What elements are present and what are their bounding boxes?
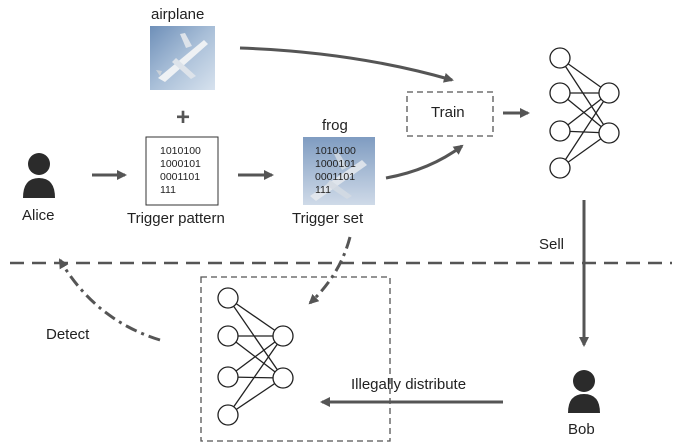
- trained-network: [549, 47, 620, 179]
- trigger-set-label: Trigger set: [292, 210, 364, 227]
- trigger-pattern-box: [145, 136, 219, 206]
- arrow-set-to-train: [385, 144, 464, 180]
- trigger-set-image: [303, 137, 375, 205]
- illegally-distribute-label: Illegally distribute: [351, 376, 467, 393]
- detect-label: Detect: [46, 326, 90, 343]
- trigger-set-line: 1000101: [315, 158, 356, 170]
- train-box: [406, 91, 494, 137]
- frog-label: frog: [322, 117, 348, 134]
- stolen-network: [217, 287, 294, 426]
- trigger-pattern-code: 1010100 1000101 0001101 111: [160, 145, 201, 197]
- trigger-set-line: 111: [315, 184, 331, 196]
- bob-label: Bob: [568, 421, 595, 438]
- sell-label: Sell: [539, 236, 565, 253]
- trigger-set-line: 1010100: [315, 145, 356, 157]
- airplane-image: [150, 26, 215, 90]
- trigger-pattern-label: Trigger pattern: [127, 210, 225, 227]
- pattern-line: 0001101: [160, 171, 201, 183]
- pattern-line: 1000101: [160, 158, 201, 170]
- pattern-line: 1010100: [160, 145, 201, 157]
- stolen-model-box: [200, 276, 391, 442]
- pattern-line: 111: [160, 184, 176, 196]
- train-label: Train: [431, 104, 465, 121]
- trigger-set-code: 1010100 1000101 0001101 111: [315, 145, 356, 197]
- plus-sign: +: [176, 104, 190, 131]
- trigger-set-line: 0001101: [315, 171, 356, 183]
- bob-person-icon: [568, 370, 600, 413]
- arrow-trigger-to-stolen: [308, 236, 352, 305]
- airplane-label: airplane: [151, 6, 205, 23]
- alice-person-icon: [23, 153, 55, 198]
- alice-label: Alice: [22, 207, 55, 224]
- arrow-airplane-to-train: [239, 46, 454, 83]
